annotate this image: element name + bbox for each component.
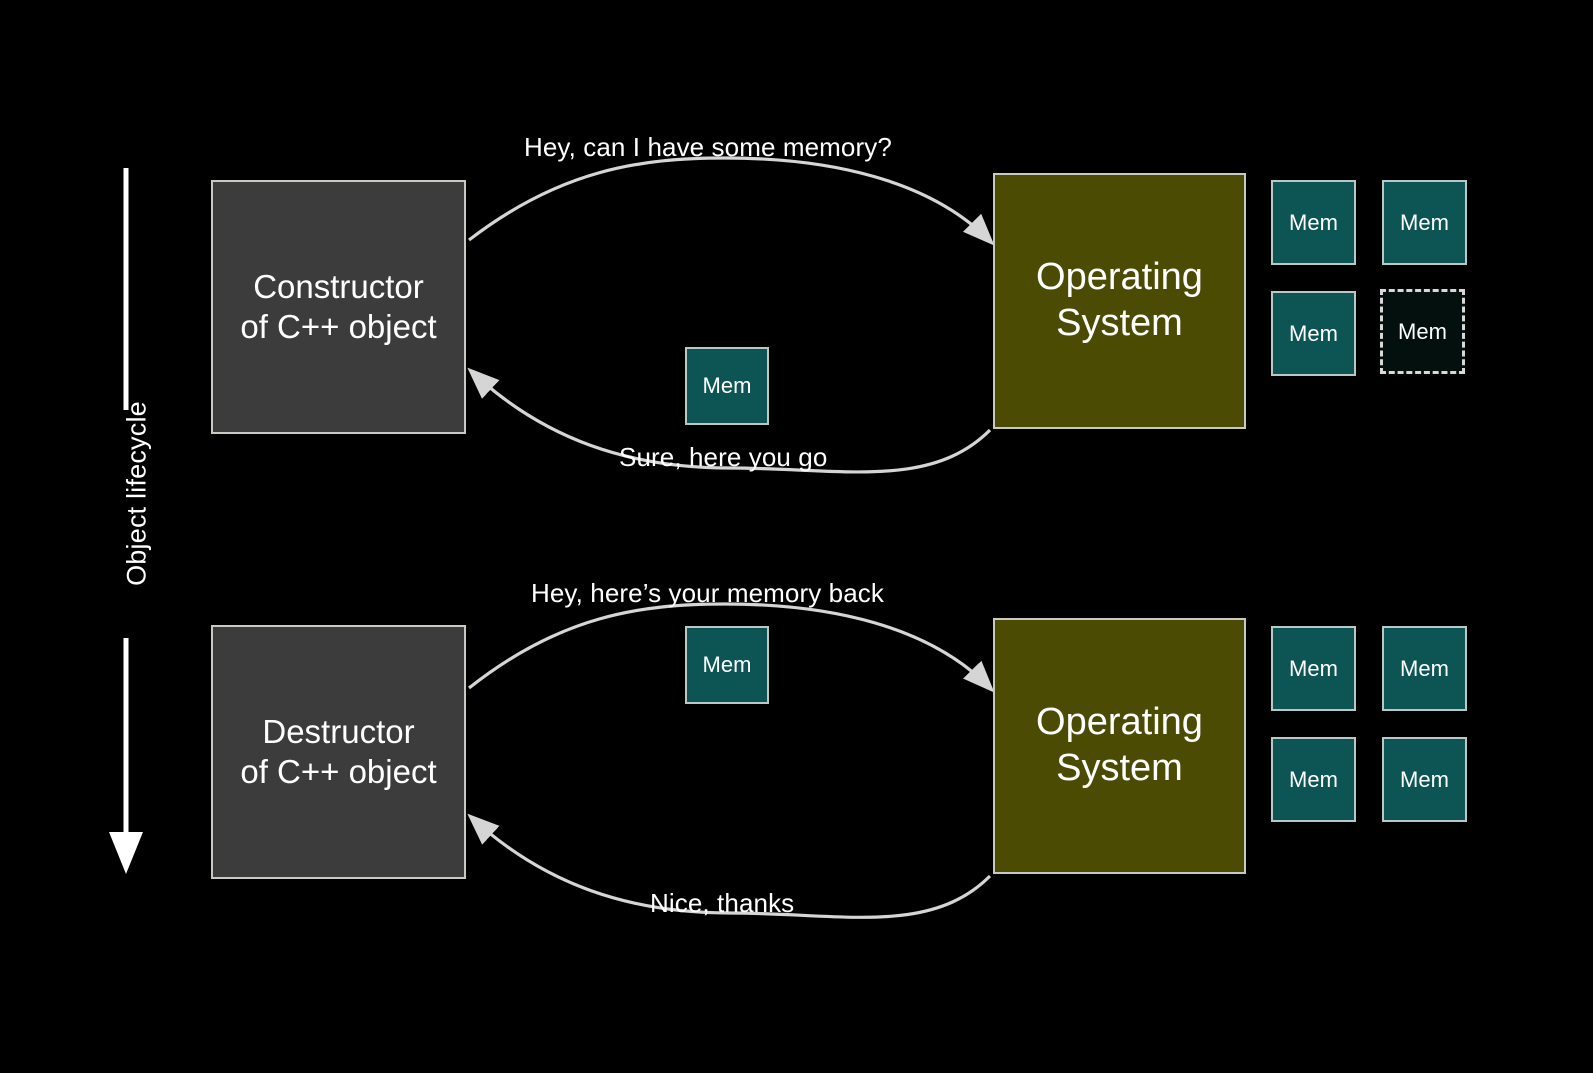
memory-pool-block-3-bottom: Mem bbox=[1271, 737, 1356, 822]
grant-message-label: Sure, here you go bbox=[619, 442, 828, 472]
request-message-label: Hey, can I have some memory? bbox=[524, 132, 892, 162]
memory-block-in-transit-top: Mem bbox=[685, 347, 769, 425]
constructor-label: Constructor of C++ object bbox=[240, 268, 437, 345]
lifecycle-arrow-icon bbox=[109, 168, 143, 874]
object-lifecycle-axis: Object lifecycle bbox=[104, 168, 164, 874]
memory-pool-block-2-top: Mem bbox=[1382, 180, 1467, 265]
operating-system-label-top: Operating System bbox=[1036, 256, 1203, 344]
memory-block-label: Mem bbox=[1289, 209, 1338, 235]
arrow-request-top bbox=[468, 156, 995, 246]
operating-system-box-bottom: Operating System bbox=[993, 618, 1246, 874]
operating-system-box-top: Operating System bbox=[993, 173, 1246, 429]
memory-block-in-transit-bottom: Mem bbox=[685, 626, 769, 704]
destructor-box: Destructor of C++ object bbox=[211, 625, 466, 879]
operating-system-label-bottom: Operating System bbox=[1036, 701, 1203, 789]
return-message-label: Hey, here’s your memory back bbox=[531, 578, 884, 608]
memory-block-label: Mem bbox=[1400, 766, 1449, 792]
memory-block-label: Mem bbox=[1289, 766, 1338, 792]
destructor-label: Destructor of C++ object bbox=[240, 713, 437, 790]
memory-pool-block-1-top: Mem bbox=[1271, 180, 1356, 265]
thanks-message-label: Nice, thanks bbox=[650, 888, 795, 918]
memory-pool-block-2-bottom: Mem bbox=[1382, 626, 1467, 711]
memory-block-label: Mem bbox=[1400, 655, 1449, 681]
constructor-box: Constructor of C++ object bbox=[211, 180, 466, 434]
memory-pool-block-1-bottom: Mem bbox=[1271, 626, 1356, 711]
memory-pool-block-3-top: Mem bbox=[1271, 291, 1356, 376]
memory-block-label: Mem bbox=[1289, 655, 1338, 681]
memory-block-label: Mem bbox=[1398, 318, 1447, 344]
memory-block-label: Mem bbox=[702, 373, 752, 398]
memory-block-label: Mem bbox=[1289, 320, 1338, 346]
memory-pool-block-4-bottom: Mem bbox=[1382, 737, 1467, 822]
object-lifecycle-label: Object lifecycle bbox=[121, 401, 152, 586]
memory-block-label: Mem bbox=[1400, 209, 1449, 235]
memory-pool-block-4-top-free: Mem bbox=[1380, 289, 1465, 374]
memory-block-label: Mem bbox=[702, 652, 752, 677]
